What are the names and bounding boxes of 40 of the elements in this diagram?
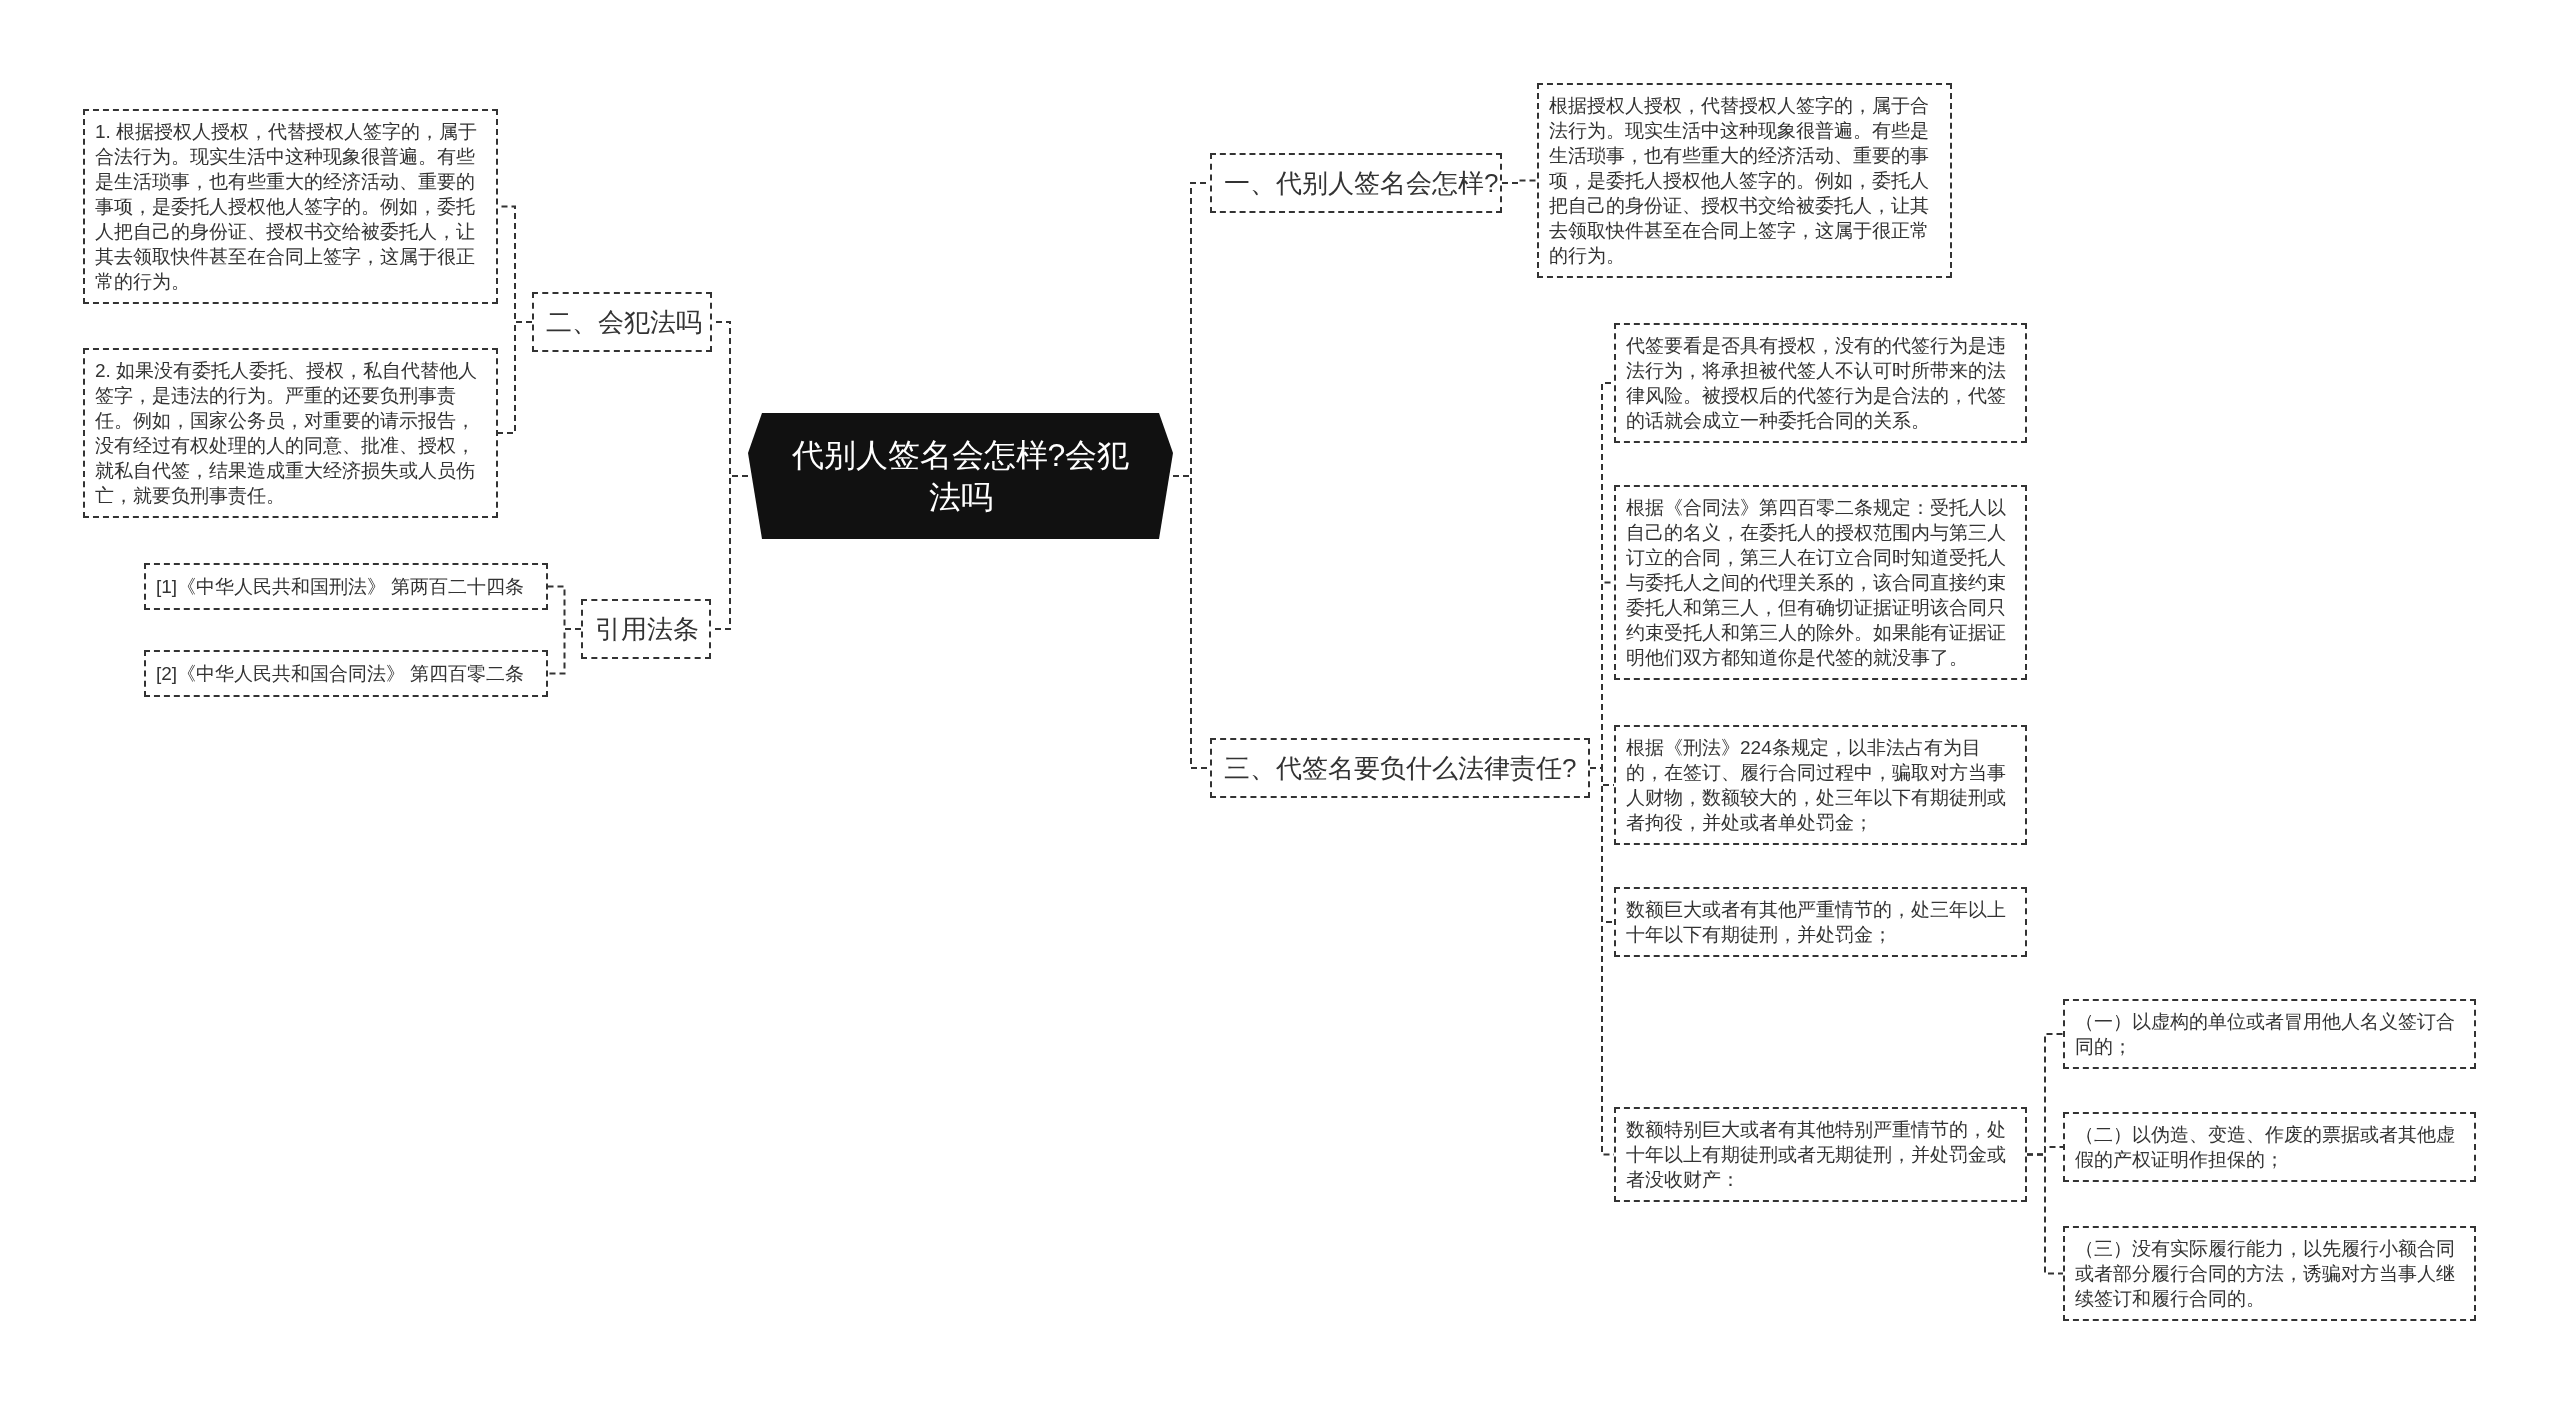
note-box — [1614, 1107, 2027, 1202]
reference-box — [144, 563, 548, 610]
note-box — [2063, 1226, 2476, 1321]
topic-text: 根据授权人授权，代替授权人签字的，属于合法行为。现实生活中这种现象很普遍。有些是生活琐事，也有些重大的经济活动、重要的事项，是委托人授权他人签字的。例如，委托人把自己的身份证、授权书交给被委托人，让其去领取快件甚至在合同上签字，这属于很正常的行为。 — [1548, 94, 1930, 268]
topic-text: 根据《刑法》224条规定，以非法占有为目的，在签订、履行合同过程中，骗取对方当事人财物，数额较大的，处三年以下有期徒刑或者拘役，并处或者单处罚金； — [1625, 736, 2007, 835]
note-box — [1614, 887, 2027, 957]
topic-box — [581, 599, 711, 659]
topic-text: 根据《合同法》第四百零二条规定：受托人以自己的名义，在委托人的授权范围内与第三人订立的合同，第三人在订立合同时知道受托人与委托人之间的代理关系的，该合同直接约束委托人和第三人，但有确切证据证明该合同只约束受托人和第三人的除外。如果能有证据证明他们双方都知道你是代签的就没事了。 — [1625, 496, 2007, 670]
connector — [497, 321, 533, 434]
topic-text: 数额巨大或者有其他严重情节的，处三年以上十年以下有期徒刑，并处罚金； — [1625, 898, 2007, 947]
topic-text: 二、会犯法吗 — [545, 306, 703, 339]
note-box — [2063, 999, 2476, 1069]
topic-box — [1210, 153, 1502, 213]
connector — [547, 628, 582, 675]
note-box — [83, 348, 498, 518]
central-topic — [748, 413, 1173, 539]
topic-text: 一、代别人签名会怎样? — [1223, 167, 1500, 200]
topic-text: 引用法条 — [594, 613, 700, 646]
topic-text: 代签要看是否具有授权，没有的代签行为是违法行为，将承担被代签人不认可时所带来的法律风险。被授权后的代签行为是合法的，代签的话就会成立一种委托合同的关系。 — [1625, 334, 2007, 433]
connector — [2026, 1153, 2064, 1275]
topic-text: 1. 根据授权人授权，代替授权人签字的，属于合法行为。现实生活中这种现象很普遍。有些是生活琐事，也有些重大的经济活动、重要的事项，是委托人授权他人签字的。例如，委托人把自己的身份证、授权书交给被委托人，让其去领取快件甚至在合同上签字，这属于很正常的行为。 — [94, 120, 479, 294]
topic-text: 三、代签名要负什么法律责任? — [1223, 752, 1578, 785]
topic-text: 数额特别巨大或者有其他特别严重情节的，处十年以上有期徒刑或者无期徒刑，并处罚金或者没收财产： — [1625, 1118, 2007, 1192]
note-box — [1614, 323, 2027, 443]
topic-text: 2. 如果没有委托人委托、授权，私自代替他人签字，是违法的行为。严重的还要负刑事责任。例如，国家公务员，对重要的请示报告，没有经过有权处理的人的同意、批准、授权，就私自代签，结果造成重大经济损失或人员伤亡，就要负刑事责任。 — [94, 359, 479, 508]
topic-text: 代别人签名会怎样?会犯法吗 — [790, 436, 1131, 517]
reference-box — [144, 650, 548, 697]
topic-box — [532, 292, 712, 352]
note-box — [2063, 1112, 2476, 1182]
topic-text: （三）没有实际履行能力，以先履行小额合同或者部分履行合同的方法，诱骗对方当事人继续签订和履行合同的。 — [2074, 1237, 2456, 1311]
topic-text: [2]《中华人民共和国合同法》 第四百零二条 — [155, 662, 526, 686]
note-box — [83, 109, 498, 304]
topic-text: [1]《中华人民共和国刑法》 第两百二十四条 — [155, 575, 526, 599]
note-box — [1614, 725, 2027, 845]
note-box — [1537, 83, 1952, 278]
topic-text: （一）以虚构的单位或者冒用他人名义签订合同的； — [2074, 1010, 2456, 1059]
topic-text: （二）以伪造、变造、作废的票据或者其他虚假的产权证明作担保的； — [2074, 1123, 2456, 1172]
note-box — [1614, 485, 2027, 680]
connector — [1501, 179, 1538, 184]
topic-box — [1210, 738, 1590, 798]
